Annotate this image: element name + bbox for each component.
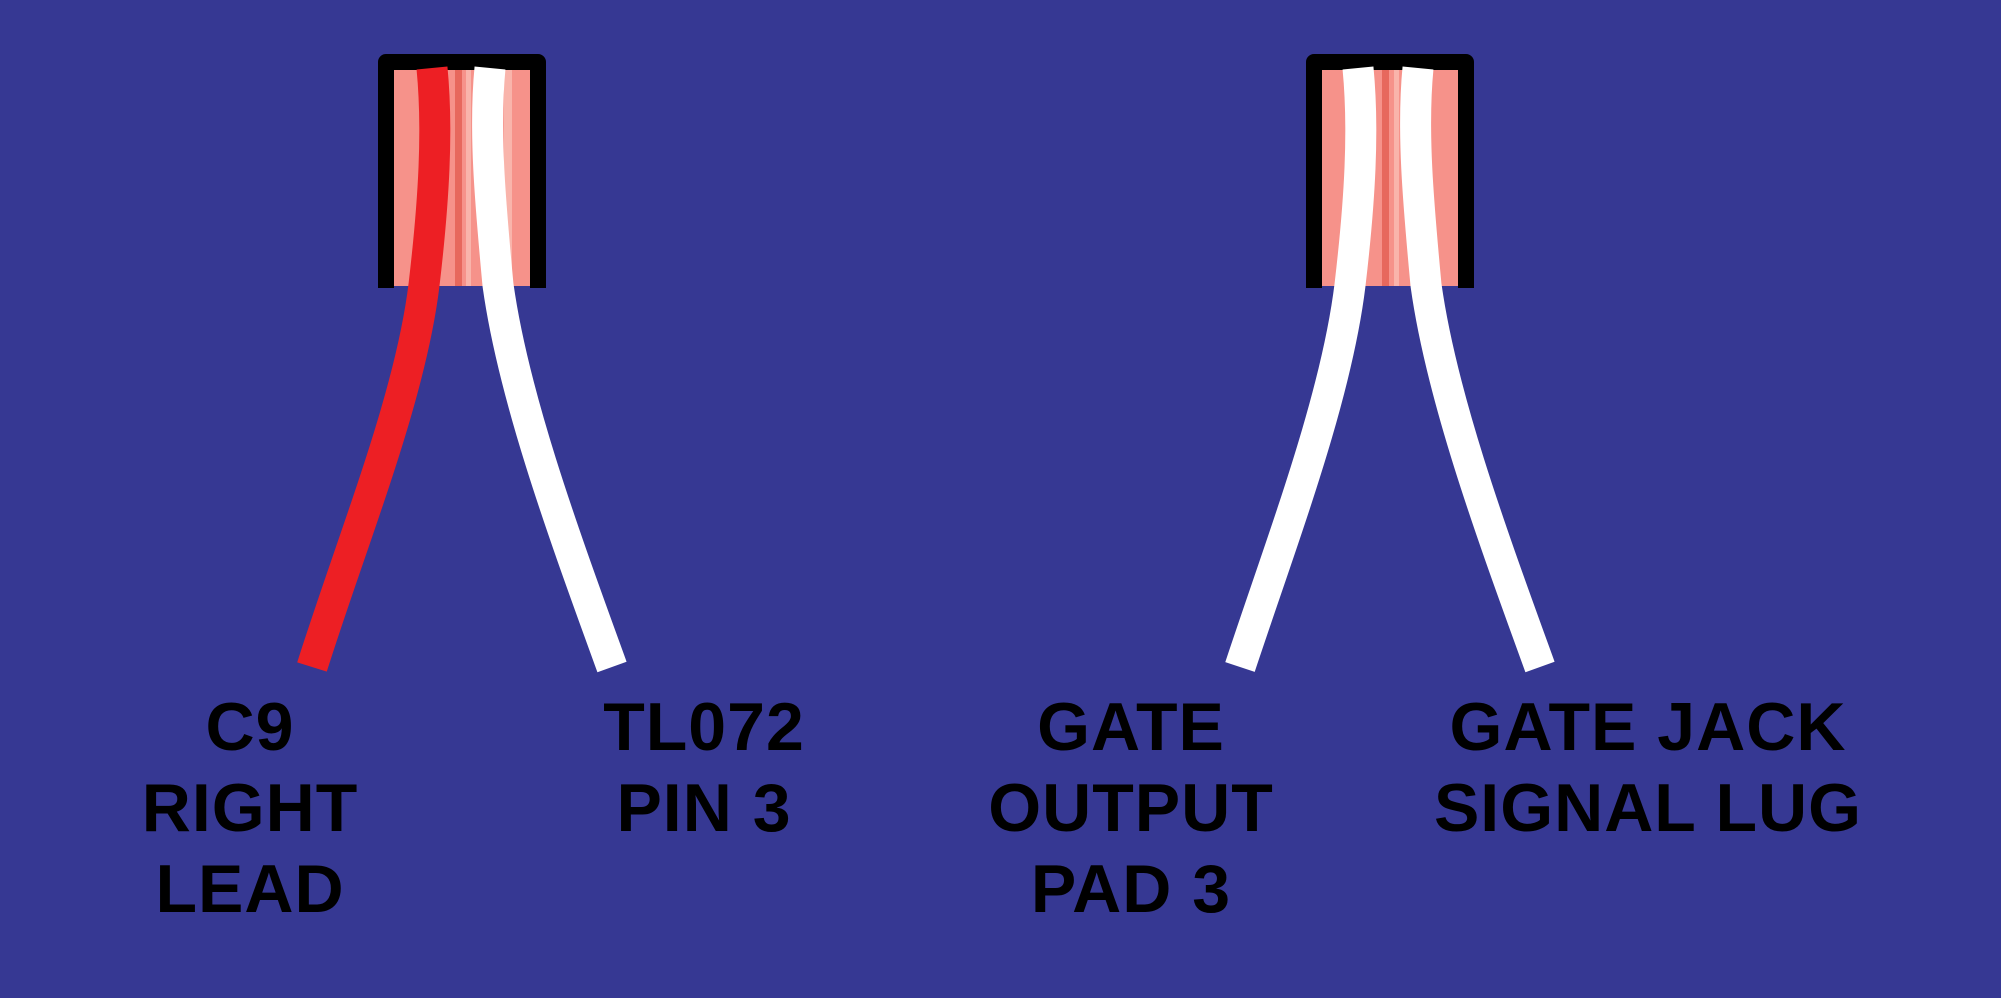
- label-c9-right-lead: C9 RIGHT LEAD: [142, 689, 359, 927]
- wire-gate-output-pad3: [1225, 66, 1377, 672]
- label-line: GATE JACK: [1450, 689, 1847, 765]
- label-gate-jack-signal-lug: GATE JACK SIGNAL LUG: [1434, 689, 1862, 846]
- label-line: PAD 3: [1031, 851, 1231, 927]
- wire-c9-right-lead: [297, 66, 451, 672]
- connector-1-stripe: [455, 68, 462, 286]
- label-line: OUTPUT: [988, 770, 1274, 846]
- connector-1: [378, 54, 546, 288]
- label-line: LEAD: [155, 851, 344, 927]
- label-line: PIN 3: [616, 770, 791, 846]
- connector-1-housing: [378, 54, 546, 288]
- wire-gate-jack-signal-lug: [1400, 66, 1555, 673]
- label-line: RIGHT: [142, 770, 359, 846]
- label-line: SIGNAL LUG: [1434, 770, 1862, 846]
- connector-2-housing: [1306, 54, 1474, 288]
- connector-1-stripe: [504, 68, 512, 286]
- label-line: C9: [206, 689, 295, 765]
- wire-tl072-pin3: [472, 66, 627, 673]
- label-line: GATE: [1037, 689, 1225, 765]
- label-gate-output-pad3: GATE OUTPUT PAD 3: [988, 689, 1274, 927]
- label-line: TL072: [603, 689, 805, 765]
- connector-2: [1306, 54, 1474, 288]
- connector-2-stripe: [1394, 68, 1399, 286]
- label-tl072-pin3: TL072 PIN 3: [603, 689, 805, 846]
- connector-2-stripe: [1382, 68, 1389, 286]
- connector-1-stripe: [466, 68, 471, 286]
